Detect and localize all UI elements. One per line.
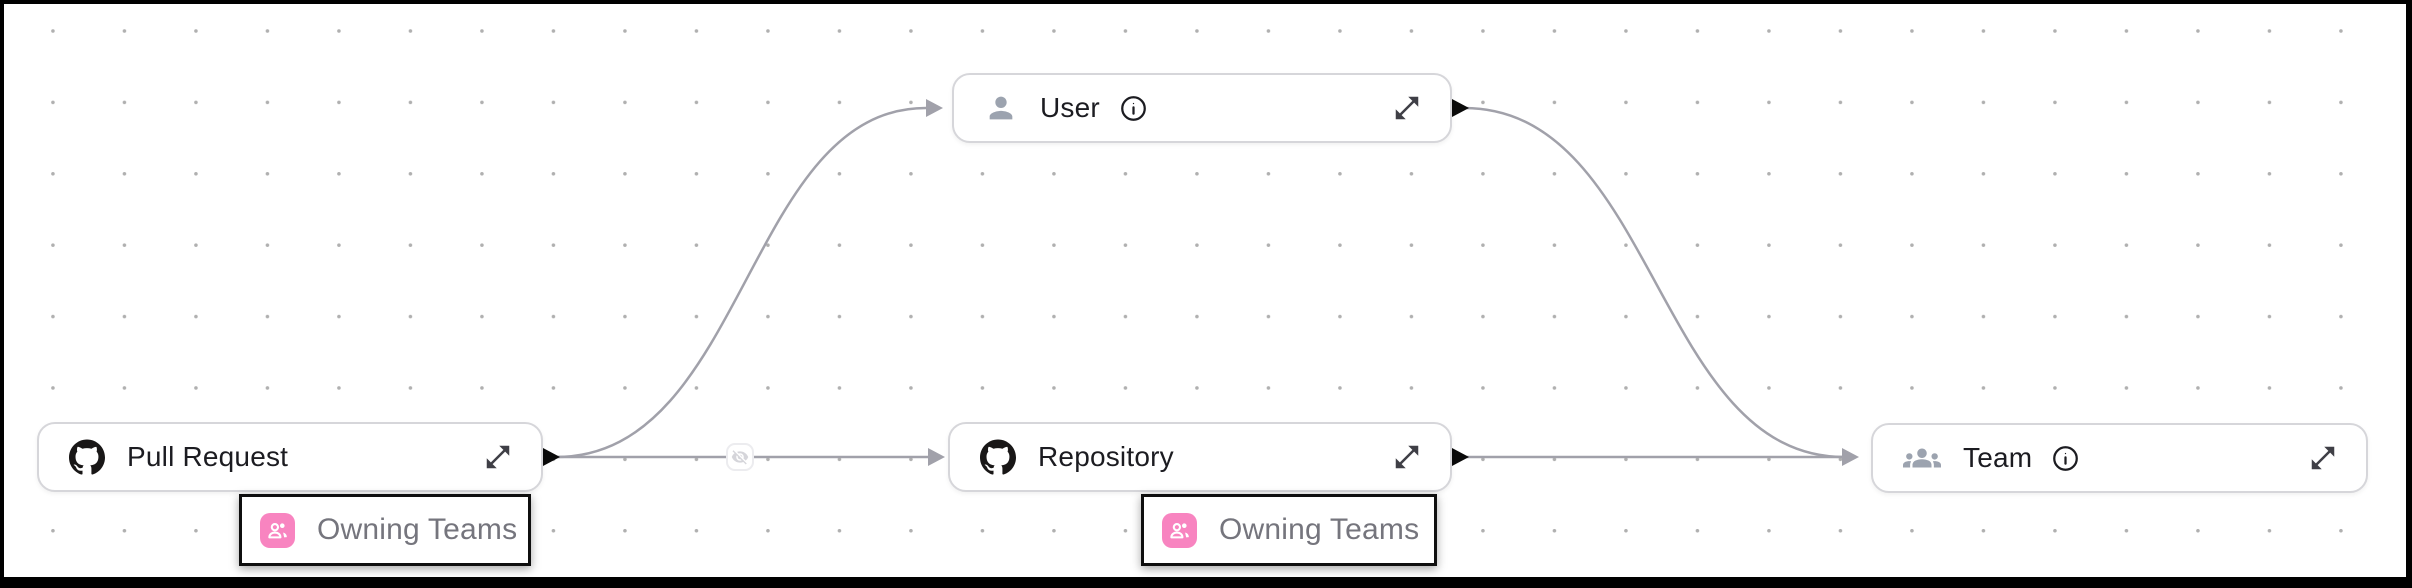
edge-pull-request-to-user[interactable] [555,106,927,459]
person-icon [984,91,1018,125]
arrowhead-icon [926,99,943,117]
node-pull-request[interactable]: Pull Request [37,422,543,492]
visibility-off-icon [731,450,749,465]
owning-teams-badge-pull-request[interactable]: Owning Teams [239,494,531,566]
expand-icon[interactable] [2308,443,2338,473]
github-icon [980,439,1016,475]
source-handle-repository[interactable] [1452,448,1469,466]
edges-layer [543,99,1859,466]
group-icon [1162,512,1197,548]
diagram-canvas[interactable]: Pull Request User [4,4,2406,577]
node-user[interactable]: User [952,73,1452,143]
node-label: User [1040,92,1100,123]
node-label: Repository [1038,441,1174,472]
groups-icon [1903,439,1941,477]
github-icon [69,439,105,475]
expand-icon[interactable] [483,442,513,472]
node-repository[interactable]: Repository [948,422,1452,492]
expand-icon[interactable] [1392,442,1422,472]
info-icon[interactable] [2052,445,2079,472]
info-icon[interactable] [1120,95,1147,122]
edge-visibility-toggle[interactable] [726,443,754,471]
owning-teams-badge-repository[interactable]: Owning Teams [1141,494,1437,566]
expand-icon[interactable] [1392,93,1422,123]
arrowhead-icon [928,448,945,466]
node-label: Pull Request [127,441,289,472]
node-team[interactable]: Team [1871,423,2368,493]
source-handle-user[interactable] [1452,99,1469,117]
source-handle-pull-request[interactable] [543,448,560,466]
edge-user-to-team[interactable] [1463,106,1845,459]
owning-teams-label: Owning Teams [1219,513,1420,546]
group-icon [260,512,295,548]
arrowhead-icon [1842,448,1859,466]
owning-teams-label: Owning Teams [317,513,518,546]
node-label: Team [1963,442,2033,473]
